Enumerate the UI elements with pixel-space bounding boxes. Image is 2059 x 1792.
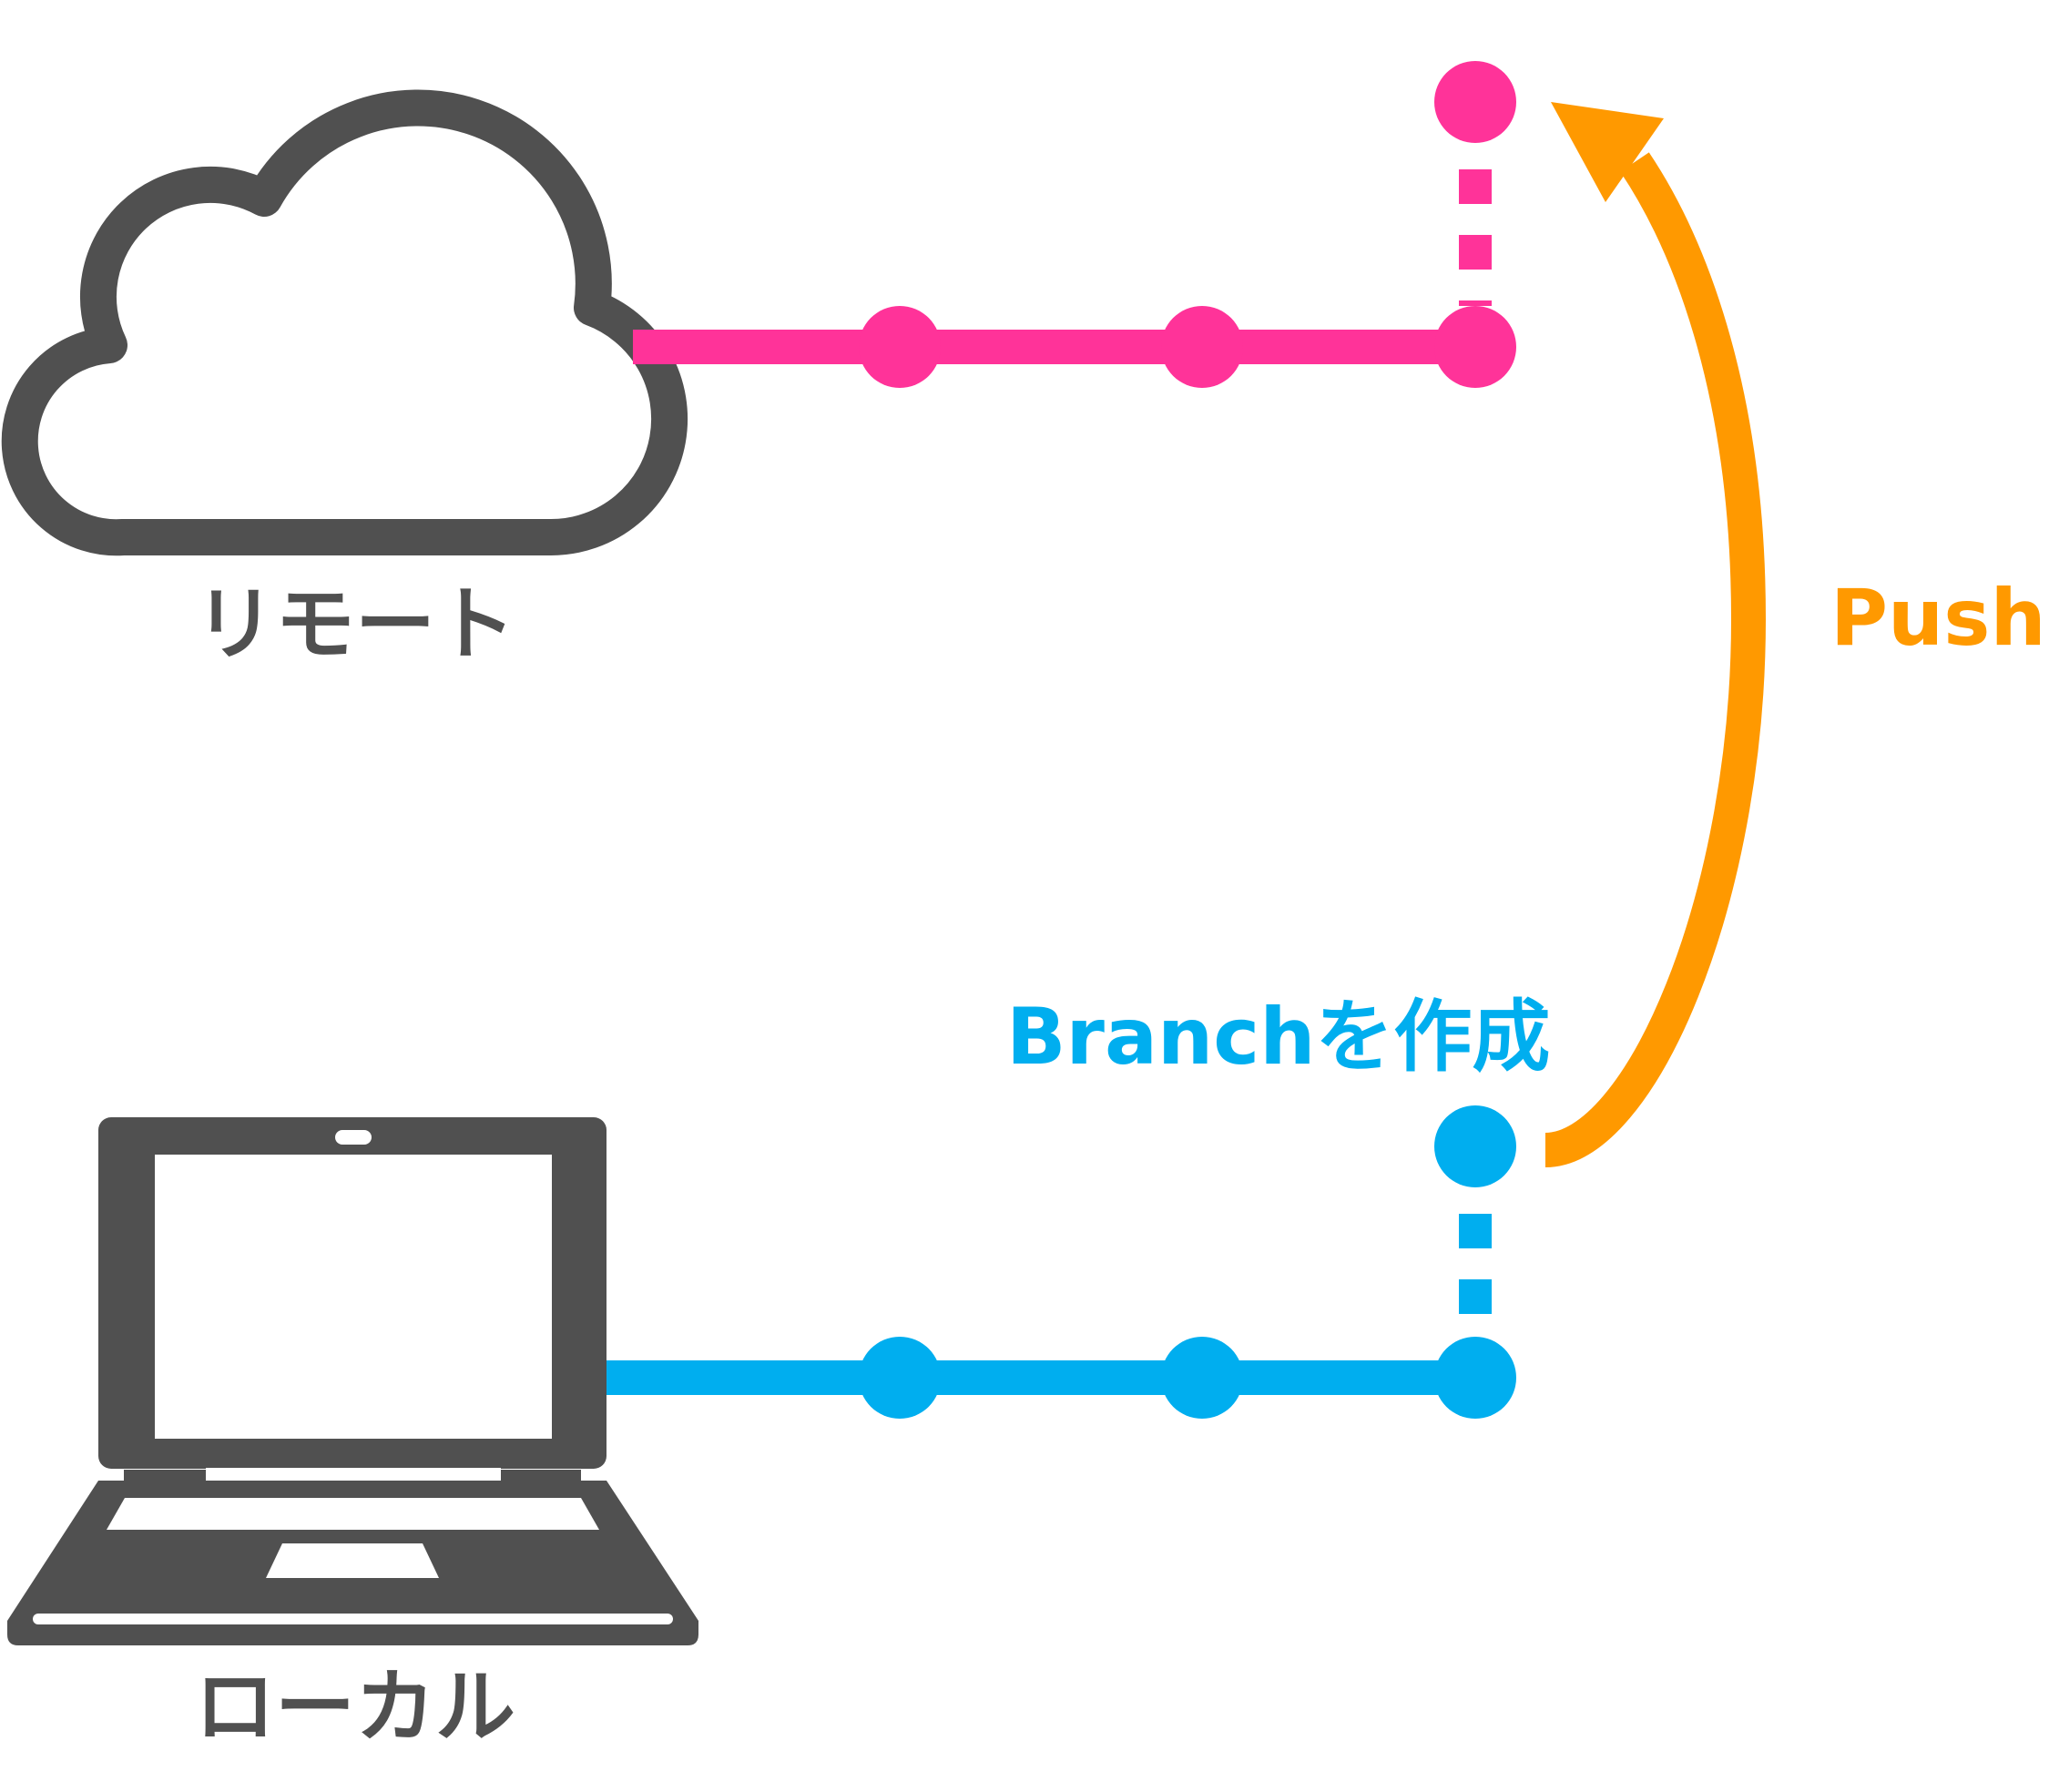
cloud-icon: [1, 89, 688, 556]
remote-pushed-commit: [1434, 61, 1516, 143]
local-node: ローカル: [7, 1117, 698, 1754]
remote-commit-1: [859, 306, 941, 388]
push-label: Push: [1830, 573, 2046, 664]
local-new-branch-commit: [1434, 1105, 1516, 1187]
branch-create-label: Branchを作成: [1006, 992, 1550, 1083]
push-arrow-head: [1551, 102, 1664, 202]
push-arrow-curve: [1544, 152, 1767, 1167]
push-arrow: Push: [1544, 102, 2046, 1167]
local-commit-3: [1434, 1337, 1516, 1419]
remote-label: リモート: [195, 577, 515, 671]
remote-branch: [633, 61, 1516, 388]
laptop-icon: [7, 1117, 698, 1645]
remote-commit-2: [1161, 306, 1243, 388]
local-label: ローカル: [195, 1660, 515, 1754]
remote-commit-3: [1434, 306, 1516, 388]
local-commit-2: [1161, 1337, 1243, 1419]
local-commit-1: [859, 1337, 941, 1419]
local-branch: Branchを作成: [606, 992, 1550, 1419]
remote-node: リモート: [1, 89, 688, 671]
